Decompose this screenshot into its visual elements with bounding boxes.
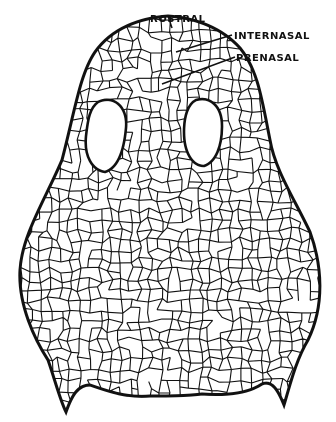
internasal-label: INTERNASAL — [234, 31, 310, 42]
right-nostril — [184, 99, 222, 166]
rostral-label: ROSTRAL — [150, 14, 206, 25]
prenasal-label: PRENASAL — [236, 53, 299, 64]
